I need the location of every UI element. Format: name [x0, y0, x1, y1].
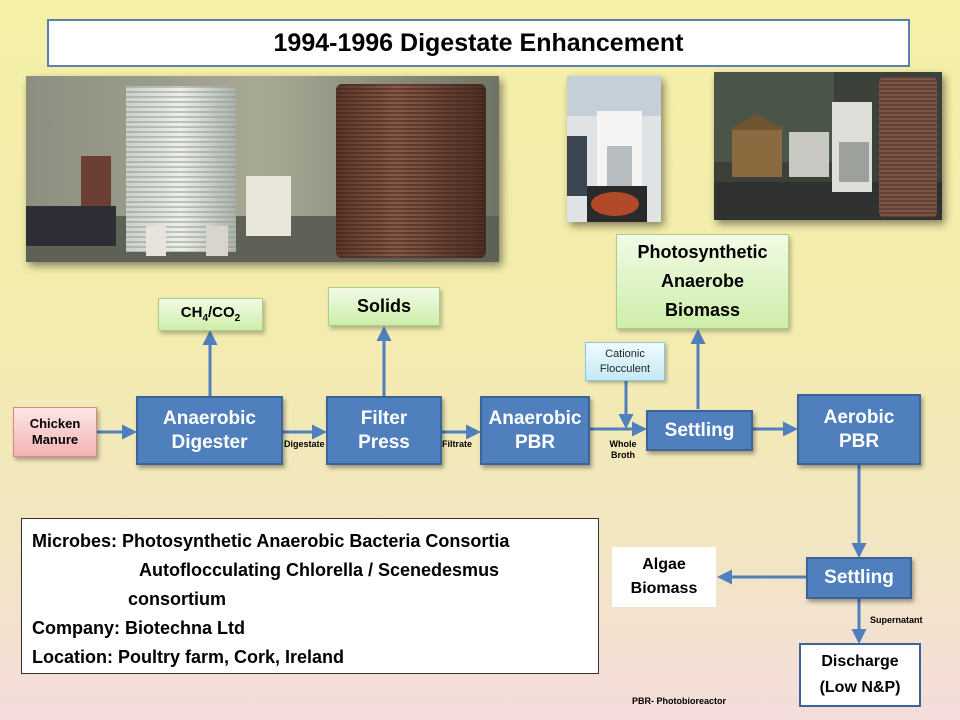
chicken-manure-label: Chicken Manure — [29, 415, 81, 447]
pbr-footnote: PBR- Photobioreactor — [632, 696, 727, 706]
filter-press-box: Filter Press — [326, 396, 442, 465]
algae-biomass-label: Algae Biomass — [630, 556, 698, 597]
page-title: 1994-1996 Digestate Enhancement — [47, 19, 910, 67]
cationic-flocculent-box: Cationic Flocculent — [585, 342, 665, 381]
settling-box-1: Settling — [646, 410, 753, 451]
microbes-line-3: consortium — [128, 589, 227, 609]
reactor-closeup-photo — [567, 76, 661, 222]
photosynthetic-biomass-label: Photosynthetic Anaerobe Biomass — [637, 242, 768, 320]
filter-press-label: Filter Press — [358, 407, 410, 453]
gas-output-label: CH4/CO2 — [180, 303, 241, 324]
supernatant-flow-label: Supernatant — [870, 615, 923, 625]
company-line: Company: Biotechna Ltd — [32, 618, 246, 638]
location-line: Location: Poultry farm, Cork, Ireland — [32, 647, 345, 667]
aerobic-pbr-box: Aerobic PBR — [797, 394, 921, 465]
whole-broth-flow-label: Whole Broth — [609, 439, 637, 460]
digestate-flow-label: Digestate — [284, 439, 325, 449]
microbes-line: Microbes: Photosynthetic Anaerobic Bacte… — [32, 531, 510, 551]
settling-box-2: Settling — [806, 557, 912, 599]
solids-output-box: Solids — [328, 287, 440, 326]
algae-biomass-box: Algae Biomass — [612, 547, 716, 607]
filtrate-flow-label: Filtrate — [442, 439, 473, 449]
anaerobic-digester-label: Anaerobic Digester — [163, 407, 256, 453]
aerobic-pbr-label: Aerobic PBR — [823, 406, 895, 452]
photosynthetic-biomass-box: Photosynthetic Anaerobe Biomass — [616, 234, 789, 329]
settling-label-2: Settling — [824, 567, 894, 589]
anaerobic-pbr-label: Anaerobic PBR — [488, 407, 582, 453]
discharge-label: Discharge (Low N&P) — [819, 653, 901, 696]
chicken-manure-box: Chicken Manure — [13, 407, 97, 457]
anaerobic-digester-box: Anaerobic Digester — [136, 396, 283, 465]
digester-tanks-photo — [26, 76, 499, 262]
gas-output-box: CH4/CO2 — [158, 298, 263, 331]
cationic-flocculent-label: Cationic Flocculent — [599, 347, 651, 375]
anaerobic-pbr-box: Anaerobic PBR — [480, 396, 590, 465]
project-info-box: Microbes: Photosynthetic Anaerobic Bacte… — [21, 518, 599, 674]
microbes-line-2: Autoflocculating Chlorella / Scenedesmus — [139, 560, 500, 580]
solids-label: Solids — [356, 296, 411, 317]
greenhouse-pbr-photo — [714, 72, 942, 220]
discharge-box: Discharge (Low N&P) — [799, 643, 921, 707]
settling-label-1: Settling — [664, 419, 735, 441]
